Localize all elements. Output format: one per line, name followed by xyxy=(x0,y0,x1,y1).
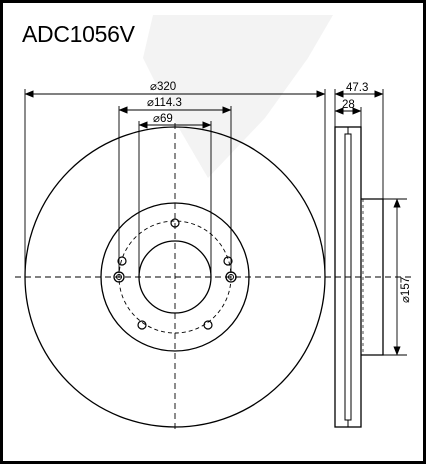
diameter-symbol: ⌀ xyxy=(147,97,154,109)
brake-disc-technical-drawing: ⌀320 ⌀114.3 ⌀69 47.3 28 xyxy=(15,15,413,433)
diameter-dimensions: ⌀320 ⌀114.3 ⌀69 xyxy=(24,81,326,277)
small-hole xyxy=(117,256,127,266)
small-hole xyxy=(223,256,233,266)
label-outer-diameter: ⌀320 xyxy=(150,81,176,93)
bolt-circle-value: 114.3 xyxy=(154,97,182,109)
side-dimensions: 47.3 28 ⌀157 xyxy=(334,82,412,356)
hat-diameter-value: 157 xyxy=(400,277,412,296)
center-bore-value: 69 xyxy=(160,113,173,125)
label-total-height: 47.3 xyxy=(346,82,368,94)
outer-diameter-value: 320 xyxy=(157,81,176,93)
diameter-symbol: ⌀ xyxy=(153,113,160,125)
small-hole xyxy=(137,320,147,330)
part-number-title: ADC1056V xyxy=(22,21,135,47)
label-disc-thickness: 28 xyxy=(342,99,355,111)
small-hole xyxy=(203,320,213,330)
diameter-symbol: ⌀ xyxy=(400,296,412,303)
label-bolt-circle-diameter: ⌀114.3 xyxy=(147,97,182,109)
side-view xyxy=(334,126,384,428)
diameter-symbol: ⌀ xyxy=(150,81,157,93)
label-center-bore-diameter: ⌀69 xyxy=(153,113,173,125)
hat-section xyxy=(361,198,384,356)
label-hat-diameter: ⌀157 xyxy=(400,277,412,303)
